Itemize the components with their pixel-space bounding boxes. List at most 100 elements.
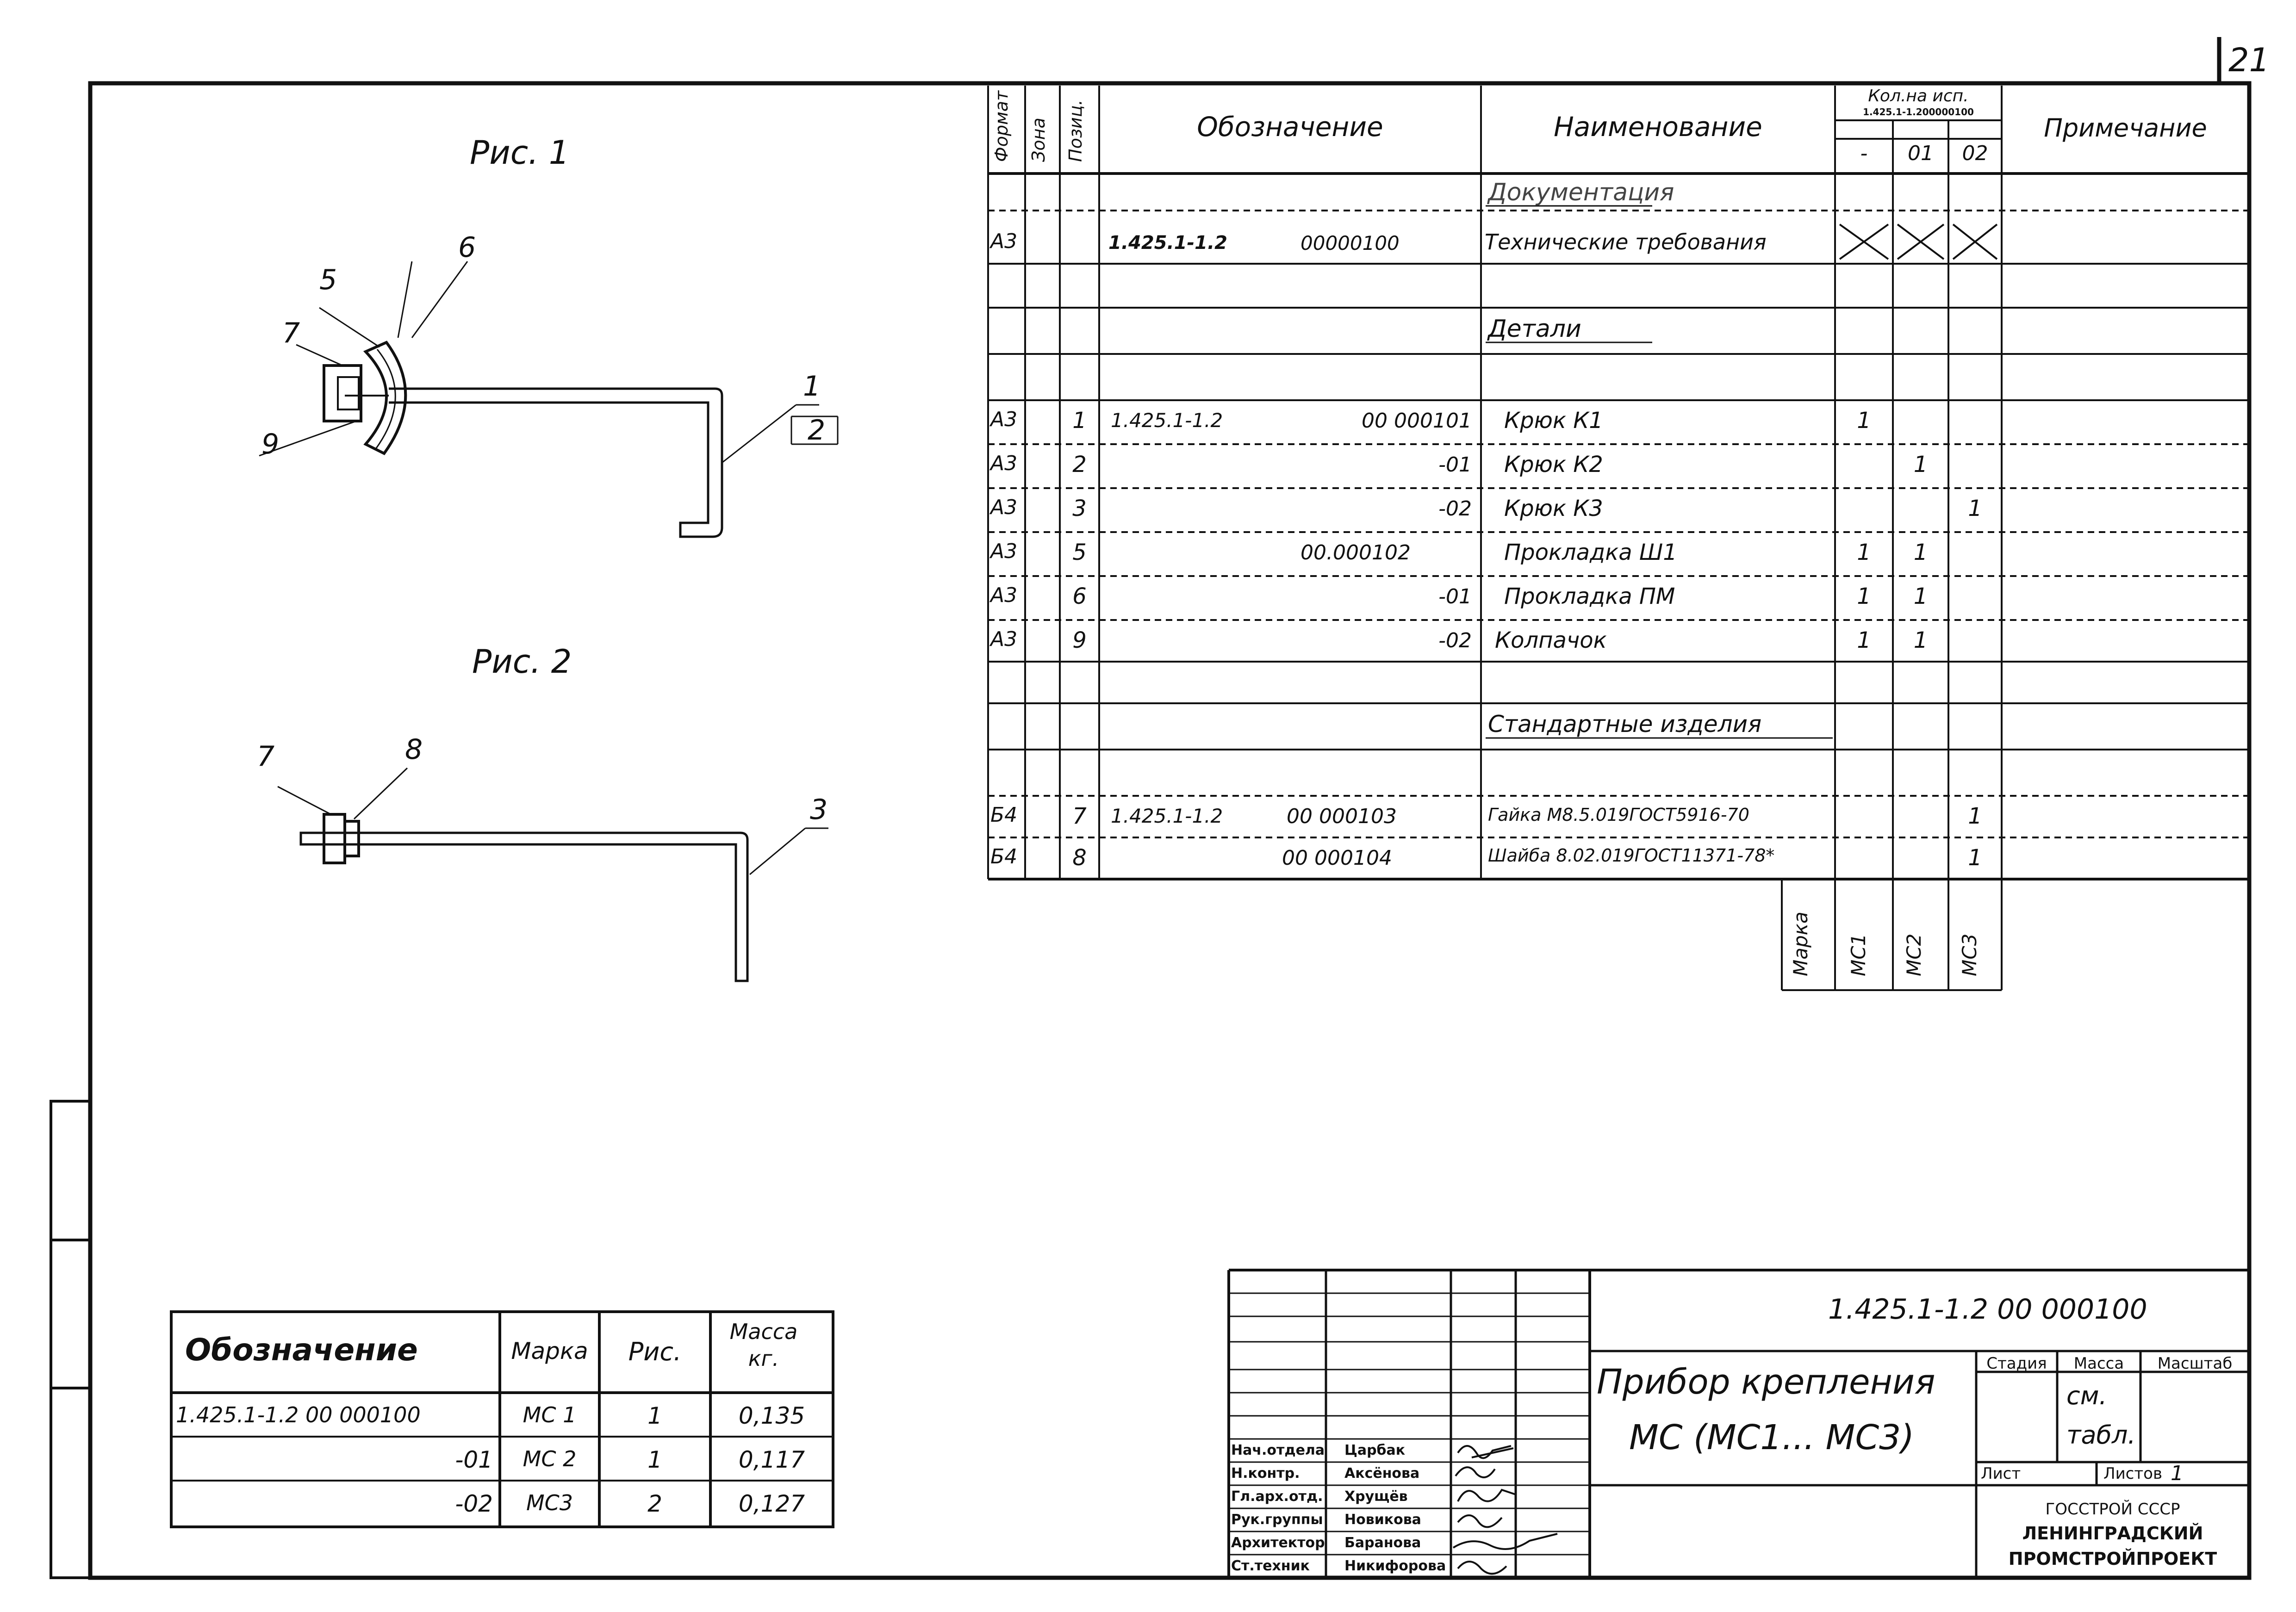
row-des-b: 00 000104 [1282,846,1392,870]
callout-2: 2 [808,414,826,446]
spec-table-grid [987,86,2249,991]
drawing-title-line2: МС (МС1... МС3) [1629,1418,1915,1457]
mass-row-mass: 0,117 [738,1446,805,1473]
row-pos: 6 [1072,583,1087,609]
doc-format: А3 [990,229,1018,253]
mass-header-mass: Масса кг. [729,1319,798,1371]
section-parts: Детали [1488,315,1581,343]
doc-des-a: 1.425.1-1.2 [1108,232,1228,254]
signature-name: Никифорова [1344,1558,1446,1574]
stage-label: Стадия [1986,1354,2047,1373]
drawing-title-line1: Прибор крепления [1597,1362,1935,1402]
callout-5: 5 [319,264,337,296]
mass-row-designation: -02 [455,1490,493,1517]
signature-name: Новикова [1344,1512,1421,1528]
row-name: Колпачок [1495,627,1607,653]
header-qty-sub: 1.425.1-1.200000100 [1863,106,1974,118]
doc-des-b: 00000100 [1300,232,1400,254]
row-pos: 9 [1072,627,1087,653]
signature-role: Архитектор [1231,1535,1325,1551]
row-qty-1: 1 [1913,583,1928,609]
mass-row-marka: МС 2 [523,1446,577,1471]
row-pos: 8 [1072,845,1087,871]
row-des-b: -02 [1438,497,1472,521]
x-marks [1839,223,1998,260]
signature-role: Гл.арх.отд. [1231,1488,1323,1505]
mass-row-mass: 0,127 [738,1490,805,1517]
row-pos: 2 [1072,452,1087,477]
row-qty-0: 1 [1857,408,1871,434]
row-name: Гайка М8.5.019ГОСТ5916-70 [1488,805,1749,825]
mass-row-fig: 1 [647,1402,662,1429]
row-pos: 7 [1072,803,1087,829]
mass-value-line1: см. [2066,1381,2107,1410]
header-designation: Обозначение [1197,111,1383,143]
signature-role: Ст.техник [1231,1558,1310,1574]
scale-label: Масштаб [2157,1354,2233,1373]
row-qty-0: 1 [1857,539,1871,565]
mass-label: Масса [2073,1354,2124,1373]
callout-1: 1 [803,370,821,403]
mass-value-line2: табл. [2066,1420,2136,1450]
callout-3: 3 [810,794,828,826]
row-qty-0: 1 [1857,583,1871,609]
mass-header-marka: Марка [511,1338,588,1364]
mass-row-marka: МС3 [526,1490,573,1515]
signature-role: Нач.отдела [1231,1442,1325,1458]
sheet-frame [88,81,2252,1580]
row-des-b: -01 [1438,585,1472,608]
mass-row-fig: 2 [647,1490,662,1517]
section-standard: Стандартные изделия [1488,711,1762,738]
section-documentation: Документация [1488,179,1674,206]
figure-1-drawing [259,261,839,538]
row-qty-0: 1 [1857,627,1871,653]
signature-name: Аксёнова [1344,1465,1420,1482]
org-line2: ЛЕНИНГРАДСКИЙ [2022,1523,2203,1544]
org-line1: ГОССТРОЙ СССР [2045,1500,2180,1519]
row-qty-1: 1 [1913,627,1928,653]
figure-2-title: Рис. 2 [472,643,572,681]
row-format: А3 [990,583,1018,607]
title-block-grid [1227,1269,2249,1578]
row-format: А3 [990,539,1018,563]
row-pos: 1 [1072,408,1087,434]
row-pos: 5 [1072,539,1087,565]
row-name: Прокладка ПМ [1504,583,1675,609]
row-format: А3 [990,452,1018,475]
row-qty-2: 1 [1968,803,1982,829]
row-des-b: 00.000102 [1300,541,1411,564]
row-qty-1: 1 [1913,539,1928,565]
callout-7: 7 [282,317,300,349]
signature-name: Хрущёв [1344,1488,1408,1505]
org-line3: ПРОМСТРОЙПРОЕКТ [2008,1549,2217,1569]
mass-row-marka: МС 1 [523,1402,577,1427]
mass-header-designation: Обозначение [185,1332,418,1368]
sheet-label: Лист [1981,1464,2021,1483]
drawing-code: 1.425.1-1.2 00 000100 [1828,1293,2147,1326]
row-qty-1: 1 [1913,452,1928,477]
callout-6: 6 [458,231,476,264]
doc-name: Технические требования [1485,229,1767,254]
row-des-b: -02 [1438,629,1472,652]
signature-role: Рук.группы [1231,1512,1323,1528]
signature-role: Н.контр. [1231,1465,1300,1482]
mass-header-fig: Рис. [628,1337,682,1366]
row-name: Прокладка Ш1 [1504,539,1677,565]
header-note: Примечание [2044,113,2207,143]
row-qty-2: 1 [1968,845,1982,871]
mass-row-designation: 1.425.1-1.2 00 000100 [176,1402,421,1427]
figure-1-title: Рис. 1 [470,134,570,172]
mass-row-fig: 1 [647,1446,662,1473]
header-qty-col-1: 01 [1908,142,1934,165]
signature-name: Баранова [1344,1535,1421,1551]
row-des-b: -01 [1438,453,1472,477]
callout-7-fig2: 7 [257,740,275,773]
mass-row-mass: 0,135 [738,1402,805,1429]
sheet-number: 21 [2228,41,2270,79]
sheets-value: 1 [2171,1462,2184,1485]
row-name: Крюк К1 [1504,408,1603,434]
row-qty-2: 1 [1968,496,1982,521]
row-format: Б4 [990,845,1018,868]
row-des-b: 00 000101 [1362,409,1472,433]
